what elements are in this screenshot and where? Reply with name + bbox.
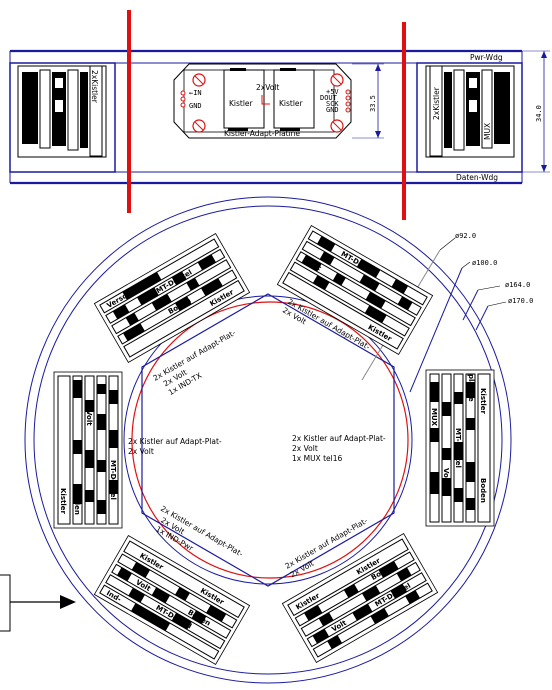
board-left-gnd-label: GND — [189, 102, 202, 110]
board-right-pin-label: +5V — [326, 88, 339, 96]
module-label: Volt — [85, 410, 93, 426]
dimensions: 33.5 34.0 — [352, 50, 550, 173]
daten-wdg-label: Daten-Wdg — [456, 173, 498, 182]
arrow-head-icon — [60, 595, 76, 609]
module-label: Kistler — [59, 488, 67, 514]
module-label: MT-Deckel — [109, 460, 117, 500]
dim-inner-label: 33.5 — [369, 95, 377, 112]
module-label: platine — [467, 374, 475, 402]
ring-outer-164 — [33, 205, 503, 675]
note-line: 2x Volt — [292, 444, 318, 453]
board-right-dout-label: DOUT — [320, 94, 338, 102]
hexagon-frame — [141, 293, 395, 587]
adapter-board: Kistler Kistler 2xVolt ←IN GND +5V DOUT … — [173, 63, 352, 139]
diameter-92-label: ø92.0 — [455, 232, 476, 240]
board-volt-label: 2xVolt — [256, 83, 279, 92]
callout-box — [0, 574, 11, 632]
chip-right-label: Kistler — [279, 99, 304, 108]
left-module: 2xKistler — [9, 62, 116, 173]
note-right: 2x Kistler auf Adapt-Plat- 2x Volt 1x MU… — [292, 434, 386, 463]
ring-outer-170 — [24, 196, 512, 684]
module-right: MT-Deckel Boden Kistler MUX Volt platine — [425, 369, 495, 527]
chip-left — [223, 69, 265, 129]
module-top-right: MT-Deckel Volt Kistler — [276, 225, 434, 355]
ring-inner-92 — [131, 301, 409, 579]
ring-inner-100 — [123, 295, 413, 585]
note-line: 1x MUX tel16 — [292, 454, 342, 463]
module-label: Kistler — [479, 388, 487, 414]
chip-left-label: Kistler — [229, 99, 254, 108]
note-line: 2x Kistler auf Adapt-Plat- — [292, 434, 386, 443]
module-bottom-right: Kistler Kistler Boden MT-Deckel Volt — [281, 533, 439, 663]
board-label: Kistler-Adapt-Platine — [224, 129, 300, 138]
diameter-164-label: ø164.0 — [505, 281, 530, 289]
ring-view: ø92.0 ø100.0 ø164.0 ø170.0 Versorgung M — [0, 196, 533, 684]
module-label: Volt — [442, 468, 450, 484]
diameter-170-label: ø170.0 — [508, 297, 533, 305]
dim-outer-label: 34.0 — [535, 105, 543, 122]
left-module-label: 2xKistler — [90, 70, 99, 104]
board-left-pin-label: ←IN — [189, 89, 202, 97]
right-module: 2xKistler MUX — [416, 62, 523, 173]
note-line: 2x Kistler auf Adapt-Plat- — [128, 437, 222, 446]
module-label: MT-Deckel — [454, 428, 462, 468]
top-view: Pwr-Wdg Daten-Wdg 2xKistler — [9, 10, 550, 220]
right-module-label: 2xKistler — [432, 86, 441, 120]
module-top-left: Versorgung MT-Deckel Boden Kistler — [93, 233, 251, 363]
pwr-wdg-label: Pwr-Wdg — [470, 53, 503, 62]
module-label: Boden — [479, 478, 487, 503]
diameter-100-label: ø100.0 — [472, 259, 497, 267]
note-left: 2x Kistler auf Adapt-Plat- 2x Volt — [128, 437, 222, 456]
module-label: Boden — [73, 490, 81, 515]
board-right-sck-label: SCK — [326, 100, 339, 108]
board-right-gnd-label: GND — [326, 106, 339, 114]
right-module-mux-label: MUX — [483, 123, 492, 140]
module-bottom-left: Kistler Boden MT-Deckel Volt Ind- Kistle… — [93, 535, 251, 665]
module-left: MT-Deckel Boden Kistler Volt — [53, 371, 123, 529]
note-line: 2x Volt — [128, 447, 154, 456]
module-label: MUX — [430, 408, 438, 427]
chip-right — [273, 69, 315, 129]
